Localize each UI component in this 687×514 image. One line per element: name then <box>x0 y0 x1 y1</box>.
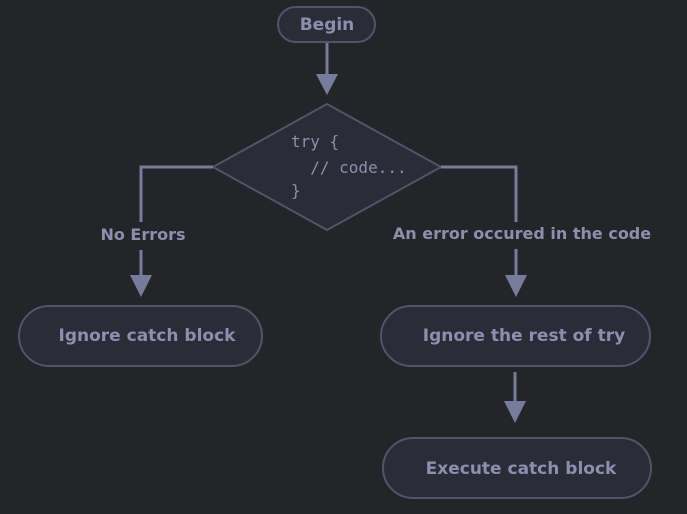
try-code-line-3: } <box>291 181 301 200</box>
ignore-catch-label: Ignore catch block <box>59 326 237 346</box>
ignore-rest-node: Ignore the rest of try <box>380 305 651 367</box>
right-branch-connector <box>441 165 527 297</box>
no-errors-label: No Errors <box>100 225 185 244</box>
execute-catch-label: Execute catch block <box>426 459 617 479</box>
try-decision-node: try { // code... } <box>210 102 444 232</box>
arrow-begin-to-try <box>316 43 338 95</box>
execute-catch-node: Execute catch block <box>382 437 652 499</box>
begin-label: Begin <box>300 15 355 35</box>
begin-node: Begin <box>277 6 376 43</box>
try-code-line-1: try { <box>291 132 339 151</box>
left-branch-connector <box>130 165 213 297</box>
ignore-rest-label: Ignore the rest of try <box>423 326 625 346</box>
error-occured-label: An error occured in the code <box>393 224 651 243</box>
arrow-to-execute-catch <box>504 372 526 423</box>
try-code-line-2: // code... <box>291 158 407 177</box>
ignore-catch-node: Ignore catch block <box>18 305 263 367</box>
